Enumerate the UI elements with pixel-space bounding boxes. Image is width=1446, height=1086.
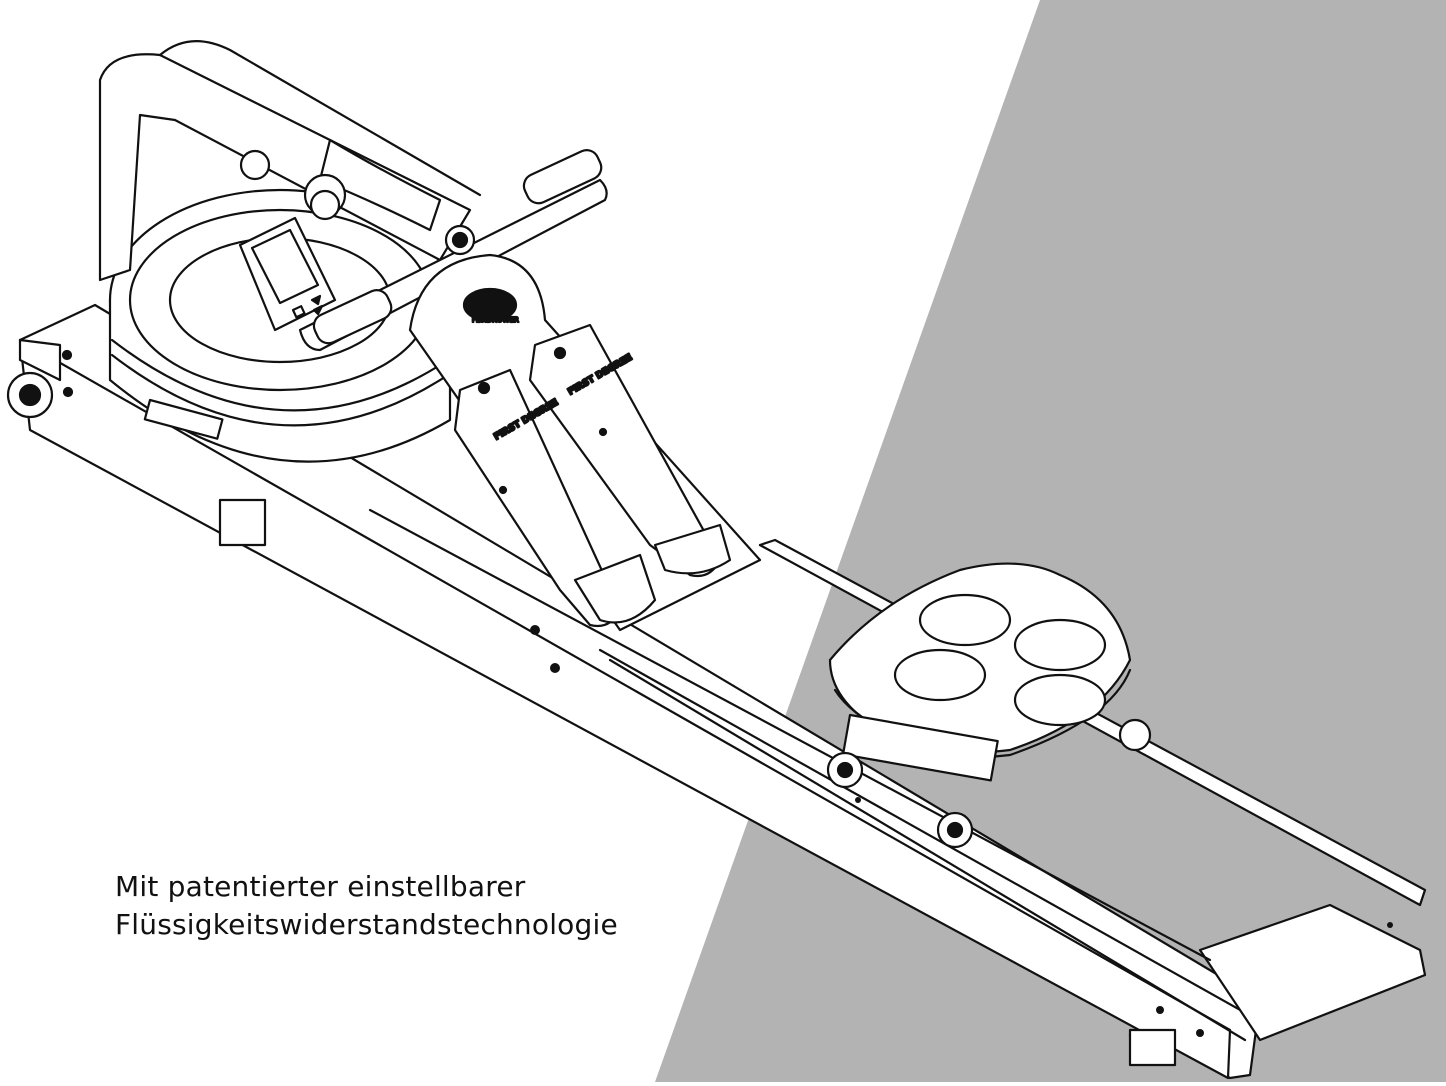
brand-logo-text: FLUIDROWER: [472, 316, 519, 324]
caption-line-1: Mit patentierter einstellbarer: [115, 870, 526, 903]
feature-caption: Mit patentierter einstellbarer Flüssigke…: [115, 868, 618, 944]
front-frame: [6, 338, 74, 419]
handle-arch: [98, 40, 482, 282]
performance-monitor: [238, 216, 337, 332]
frame-screws: [530, 625, 1393, 1037]
foot-plate: FLUIDROWER FIRST DEGREE FIRST DEGREE: [408, 253, 762, 632]
seat: [826, 562, 1152, 849]
caption-line-2: Flüssigkeitswiderstandstechnologie: [115, 908, 618, 941]
